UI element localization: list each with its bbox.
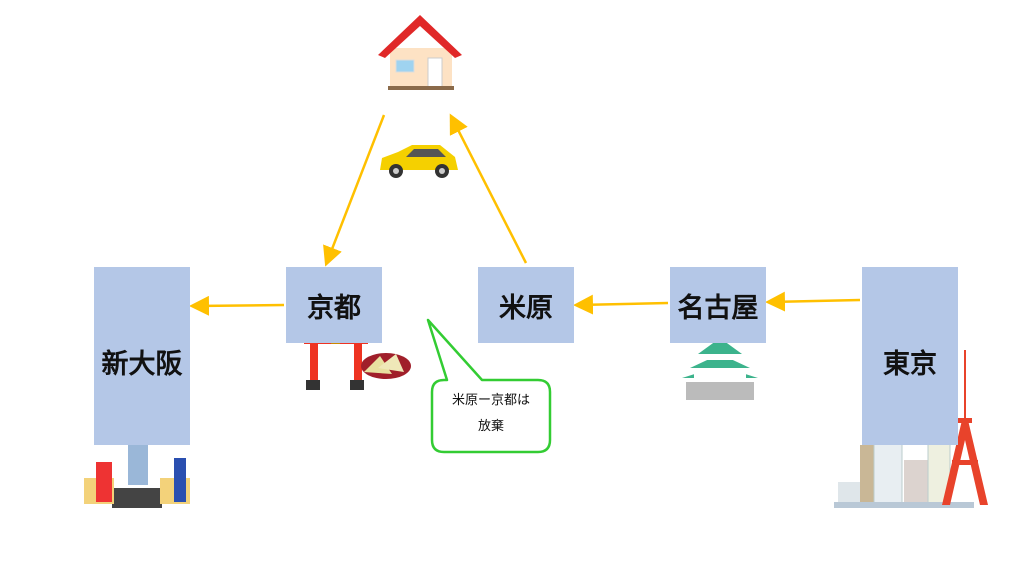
station-label: 東京 — [883, 349, 937, 380]
arrow-tokyo-to-nagoya — [765, 291, 861, 312]
station-box-maibara: 米原 — [478, 267, 574, 343]
tokyo-tower-icon — [942, 350, 988, 505]
arrow-kyoto-to-shinosaka — [189, 295, 285, 316]
callout-line-2: 放棄 — [477, 419, 504, 434]
station-label: 名古屋 — [677, 292, 759, 324]
callout-text: 米原ー京都は 放棄 — [432, 388, 550, 440]
arrow-maibara-to-home — [449, 113, 528, 264]
car-icon — [380, 145, 458, 178]
station-label: 新大阪 — [101, 349, 183, 380]
station-box-tokyo: 東京 — [862, 267, 958, 445]
station-label: 京都 — [307, 292, 361, 324]
station-box-kyoto: 京都 — [286, 267, 382, 343]
house-icon — [378, 15, 462, 90]
arrow-home-to-kyoto — [323, 114, 386, 267]
arrow-nagoya-to-maibara — [573, 294, 669, 315]
station-box-nagoya: 名古屋 — [670, 267, 766, 343]
station-label: 米原 — [499, 292, 553, 324]
station-box-shin-osaka: 新大阪 — [94, 267, 190, 445]
callout-line-1: 米原ー京都は — [451, 393, 530, 408]
yatsuhashi-sweets-icon — [361, 353, 411, 379]
callout-bubble — [426, 318, 552, 454]
